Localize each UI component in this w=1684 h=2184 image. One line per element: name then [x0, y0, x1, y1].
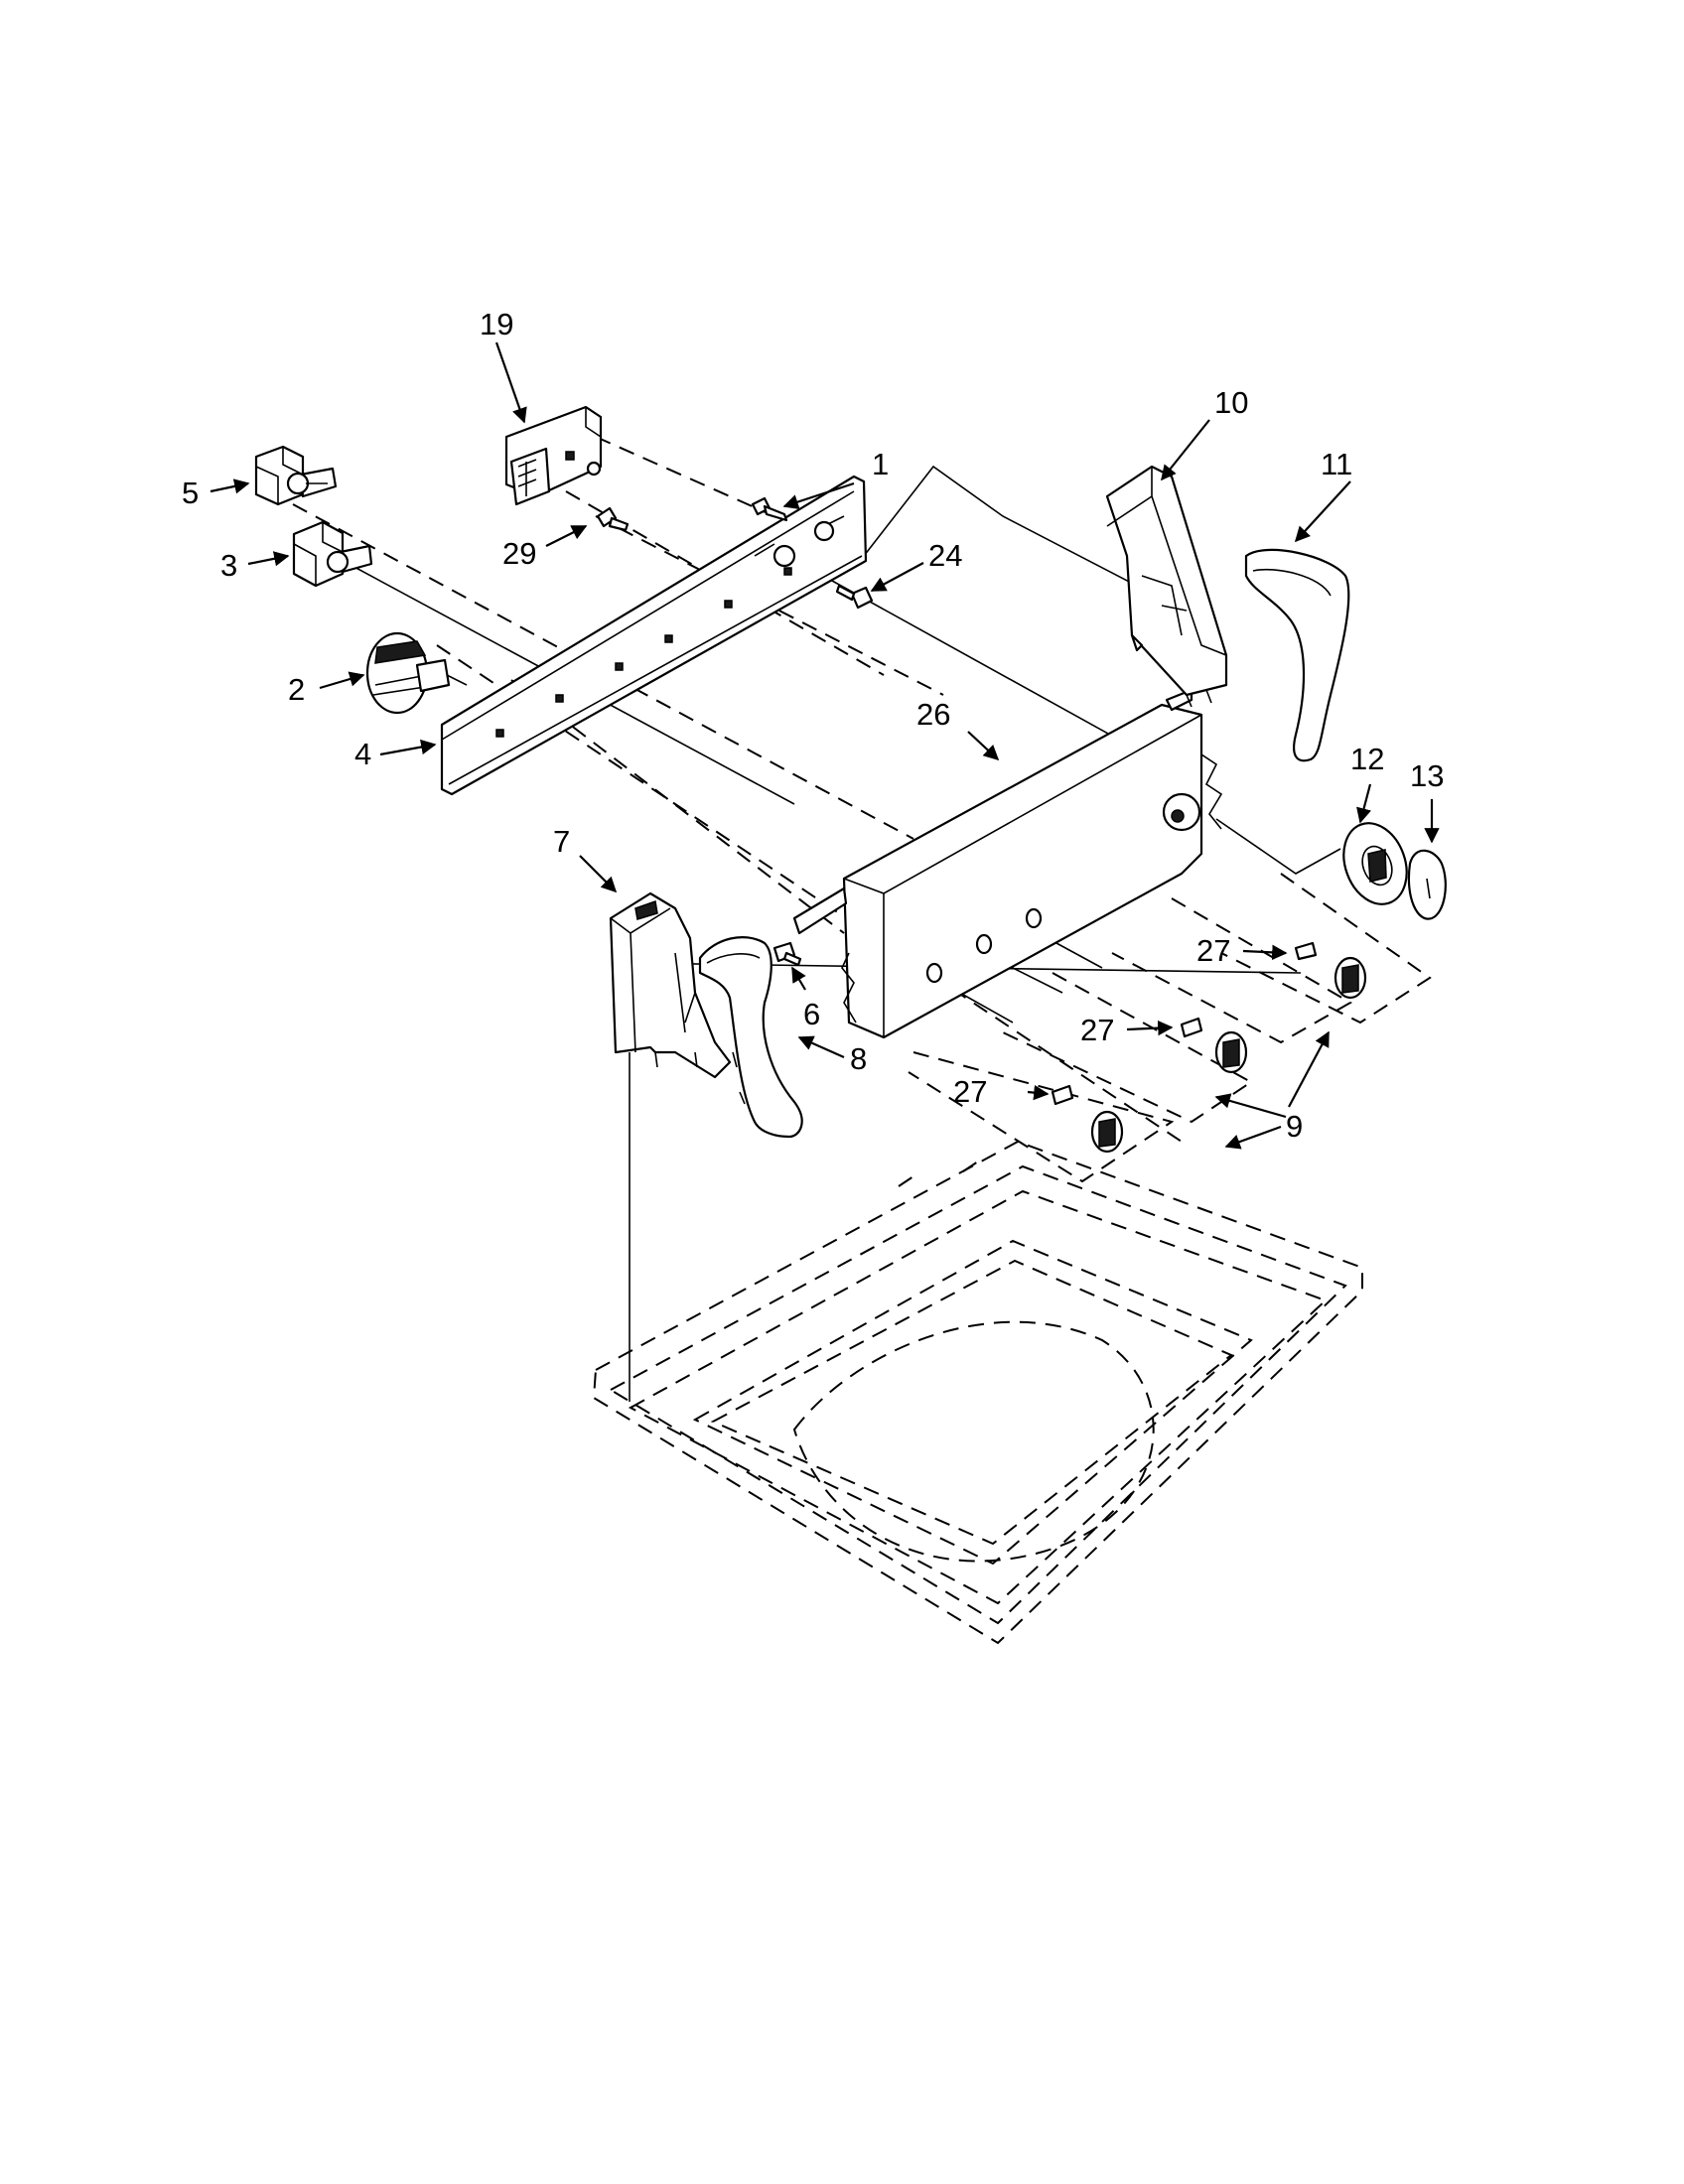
part-26-console — [792, 688, 1223, 1039]
part-6-screw — [772, 941, 802, 967]
callout-11: 11 — [1321, 447, 1352, 481]
part-10-endcap — [1105, 465, 1228, 708]
part-19-control — [504, 405, 603, 506]
part-24-screw — [835, 584, 874, 610]
callout-1: 1 — [872, 447, 889, 481]
callout-27-lower: 27 — [953, 1074, 987, 1109]
callout-27-upper: 27 — [1196, 933, 1230, 968]
callout-5: 5 — [182, 476, 199, 510]
knob-middle — [1180, 1017, 1248, 1074]
part-2-timer — [365, 631, 468, 715]
callout-29: 29 — [502, 536, 536, 571]
part-1-screw — [751, 496, 788, 522]
part-7-endcap — [609, 891, 732, 1079]
callout-27-middle: 27 — [1080, 1013, 1114, 1047]
callout-10: 10 — [1214, 385, 1248, 420]
part-11-trim — [1244, 548, 1350, 762]
callout-8: 8 — [850, 1041, 867, 1076]
callout-labels: 19 10 1 5 11 29 24 3 2 4 26 12 13 7 27 6… — [182, 307, 1444, 1144]
part-8-trim — [698, 936, 803, 1139]
callout-4: 4 — [354, 737, 371, 771]
callout-7: 7 — [553, 824, 570, 859]
callout-12: 12 — [1350, 742, 1384, 776]
callout-24: 24 — [928, 538, 962, 573]
callout-13: 13 — [1410, 758, 1444, 793]
callout-9: 9 — [1286, 1109, 1303, 1144]
cabinet-top-outline — [592, 1140, 1363, 1645]
knob-upper — [1294, 941, 1367, 1000]
part-3-switch — [292, 520, 373, 588]
callout-26: 26 — [916, 697, 950, 732]
part-4-bracket — [440, 475, 868, 796]
bracket-holes — [495, 520, 835, 738]
part-5-switch — [254, 445, 338, 506]
callout-2: 2 — [288, 672, 305, 707]
callout-19: 19 — [480, 307, 513, 341]
callout-6: 6 — [803, 997, 820, 1031]
callout-leaders — [210, 341, 1440, 1150]
part-12-knob-base — [1342, 822, 1408, 905]
callout-3: 3 — [220, 548, 237, 583]
knob-lower — [1051, 1084, 1124, 1154]
part-13-knob — [1407, 849, 1447, 920]
part-29-screw — [596, 506, 630, 532]
